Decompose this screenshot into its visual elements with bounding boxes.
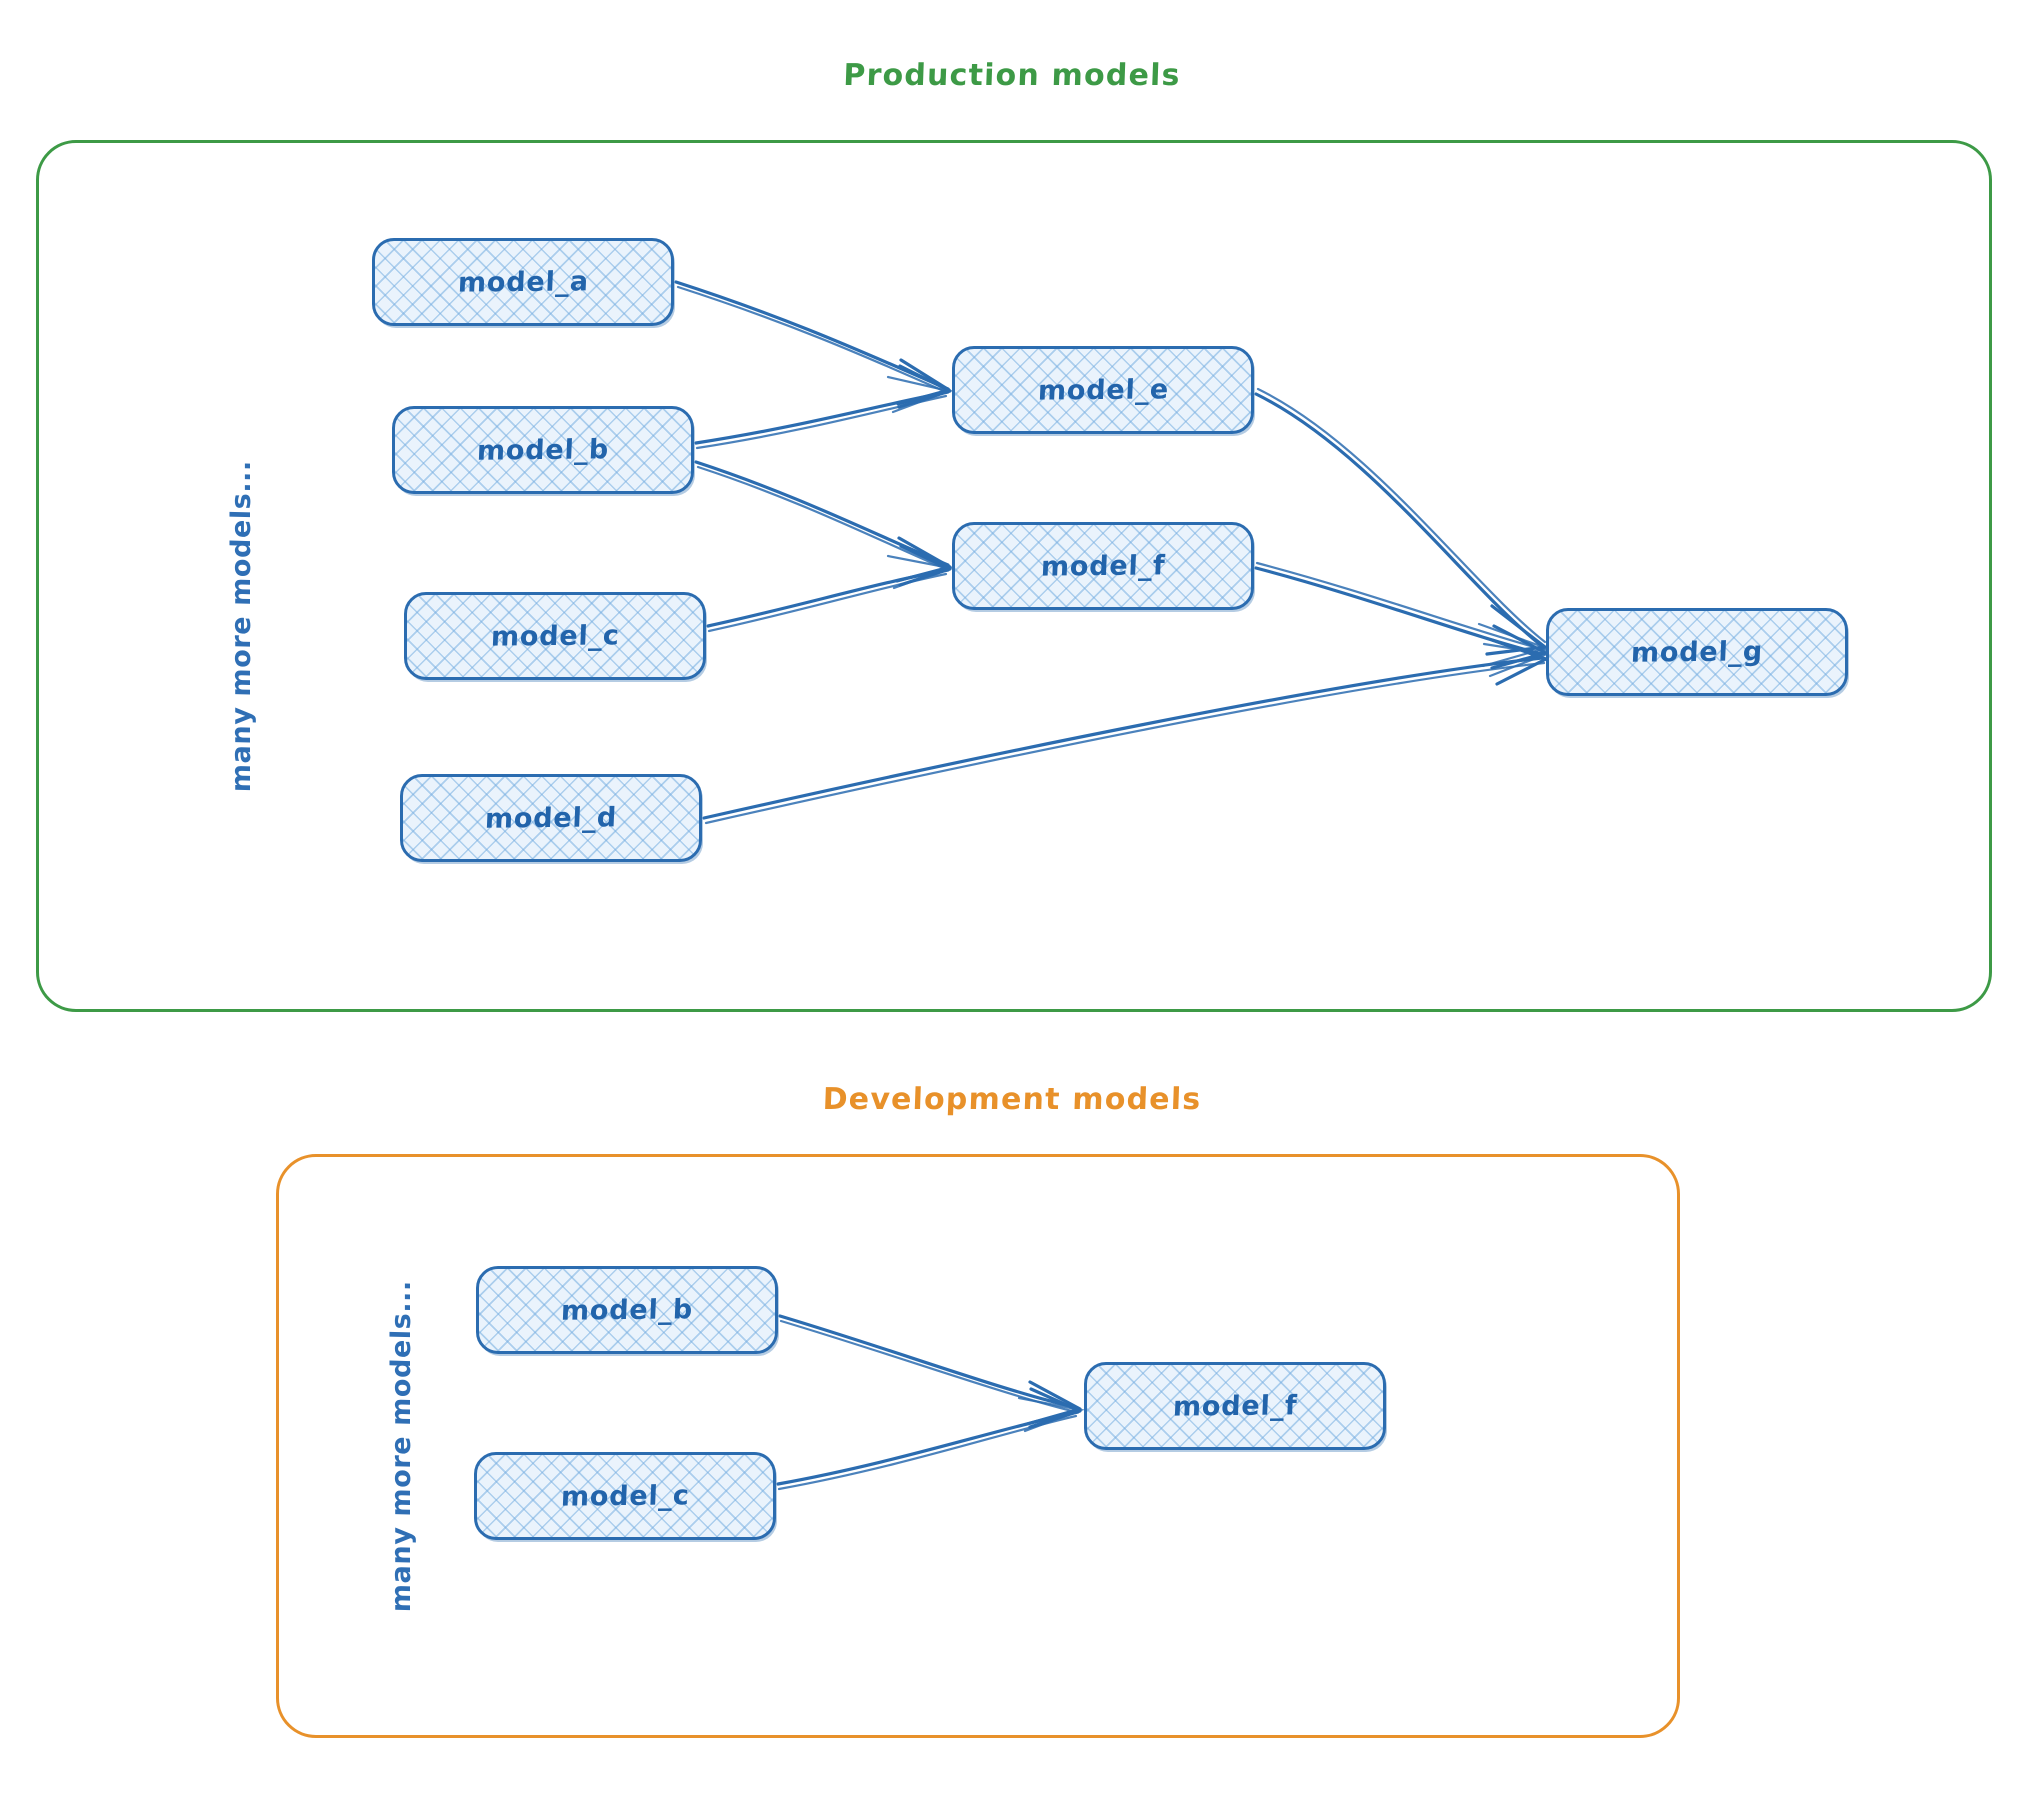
node-development-model-b[interactable]: model_b: [476, 1266, 778, 1354]
production-container: [36, 140, 1992, 1012]
node-label: model_c: [489, 619, 621, 653]
edge-model_c-to-model_f: [706, 544, 952, 633]
node-label: model_f: [1040, 549, 1166, 583]
node-label: model_c: [559, 1479, 691, 1513]
node-label: model_e: [1036, 373, 1170, 407]
node-production-model-b[interactable]: model_b: [392, 406, 694, 494]
node-production-model-g[interactable]: model_g: [1546, 608, 1848, 696]
node-label: model_g: [1630, 635, 1764, 669]
edge-model_b-to-model_e: [694, 364, 952, 450]
node-label: model_d: [484, 801, 618, 835]
node-production-model-f[interactable]: model_f: [952, 522, 1254, 610]
node-production-model-d[interactable]: model_d: [400, 774, 702, 862]
node-label: model_a: [456, 265, 590, 299]
edge-dev-model_c-to-model_f: [776, 1387, 1082, 1491]
node-development-model-c[interactable]: model_c: [474, 1452, 776, 1540]
node-production-model-a[interactable]: model_a: [372, 238, 674, 326]
development-container: [276, 1154, 1680, 1738]
node-production-model-e[interactable]: model_e: [952, 346, 1254, 434]
node-production-model-c[interactable]: model_c: [404, 592, 706, 680]
node-label: model_b: [476, 433, 610, 467]
node-label: model_f: [1172, 1389, 1298, 1423]
node-development-model-f[interactable]: model_f: [1084, 1362, 1386, 1450]
node-label: model_b: [560, 1293, 694, 1327]
